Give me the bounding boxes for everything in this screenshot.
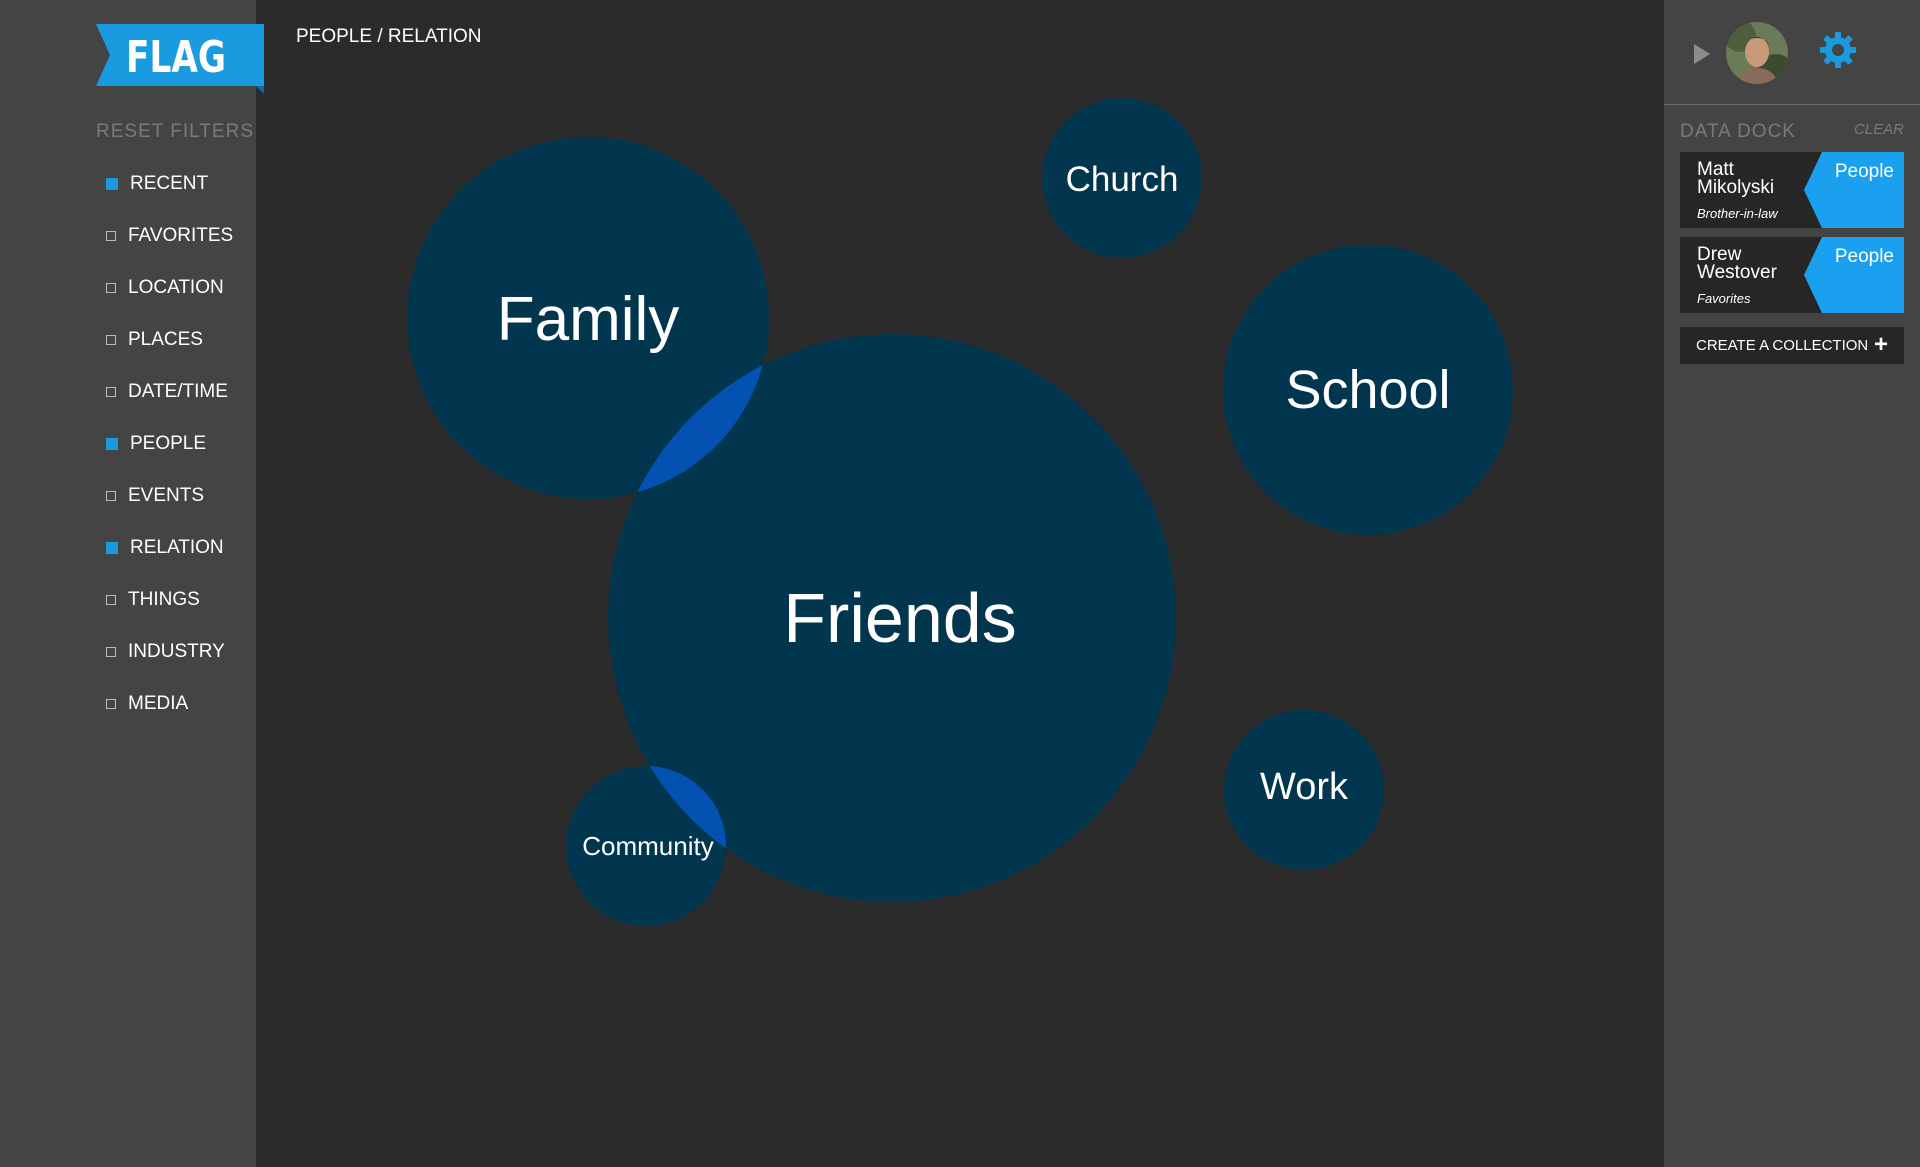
- bubble-label-community: Community: [582, 831, 713, 861]
- dock-card-subtitle: Brother-in-law: [1697, 206, 1778, 221]
- bubble-church[interactable]: [1042, 98, 1202, 258]
- logo-text: FLAG: [126, 32, 227, 83]
- right-panel: DATA DOCK CLEAR Matt Mikolyski Brother-i…: [1664, 0, 1920, 1167]
- create-collection-label: CREATE A COLLECTION: [1696, 337, 1869, 354]
- dock-card-tag: People: [1834, 246, 1894, 267]
- filter-label: MEDIA: [128, 693, 189, 714]
- checkbox-icon[interactable]: [106, 491, 116, 501]
- filter-recent[interactable]: RECENT: [106, 158, 233, 210]
- dock-card[interactable]: Matt Mikolyski Brother-in-law People: [1680, 152, 1904, 228]
- bubble-label-friends: Friends: [783, 579, 1016, 657]
- breadcrumb: PEOPLE / RELATION: [296, 26, 482, 47]
- filter-media[interactable]: MEDIA: [106, 678, 233, 730]
- checkbox-icon[interactable]: [106, 595, 116, 605]
- filter-label: PLACES: [128, 329, 203, 350]
- flag-logo[interactable]: FLAG: [96, 24, 264, 94]
- clear-button[interactable]: CLEAR: [1853, 121, 1904, 138]
- data-dock-title: DATA DOCK: [1680, 121, 1796, 142]
- dock-card-name: Matt Mikolyski: [1697, 159, 1775, 198]
- checkbox-icon[interactable]: [106, 231, 116, 241]
- filter-label: FAVORITES: [128, 225, 234, 246]
- dock-card-name: Drew Westover: [1697, 244, 1777, 283]
- filter-things[interactable]: THINGS: [106, 574, 233, 626]
- checkbox-icon[interactable]: [106, 283, 116, 293]
- filter-label: THINGS: [128, 589, 200, 610]
- checkbox-icon[interactable]: [106, 387, 116, 397]
- create-collection-button[interactable]: CREATE A COLLECTION +: [1680, 327, 1904, 364]
- filter-places[interactable]: PLACES: [106, 314, 233, 366]
- filter-favorites[interactable]: FAVORITES: [106, 210, 233, 262]
- plus-icon: +: [1873, 331, 1888, 358]
- dock-card-tag: People: [1834, 161, 1894, 182]
- filter-label: INDUSTRY: [128, 641, 225, 662]
- filter-label: PEOPLE: [130, 433, 207, 454]
- checkbox-icon[interactable]: [106, 542, 118, 554]
- checkbox-icon[interactable]: [106, 438, 118, 450]
- bubble-label-work: Work: [1260, 766, 1349, 808]
- filter-events[interactable]: EVENTS: [106, 470, 233, 522]
- filter-location[interactable]: LOCATION: [106, 262, 233, 314]
- checkbox-icon[interactable]: [106, 178, 118, 190]
- checkbox-icon[interactable]: [106, 647, 116, 657]
- filter-relation[interactable]: RELATION: [106, 522, 233, 574]
- gear-icon[interactable]: [1818, 30, 1858, 70]
- right-panel-header: [1664, 0, 1920, 105]
- filter-date-time[interactable]: DATE/TIME: [106, 366, 233, 418]
- sidebar: FLAG RESET FILTERS RECENT FAVORITES LOCA…: [0, 0, 264, 1167]
- reset-filters-button[interactable]: RESET FILTERS: [96, 121, 254, 142]
- filter-label: LOCATION: [128, 277, 224, 298]
- bubble-friends[interactable]: [608, 334, 1176, 902]
- relation-bubble-chart: Family Church School Friends Work Commun…: [407, 98, 1513, 926]
- bubble-label-school: School: [1285, 360, 1450, 420]
- dock-card-subtitle: Favorites: [1697, 291, 1751, 306]
- filter-label: DATE/TIME: [128, 381, 228, 402]
- filter-people[interactable]: PEOPLE: [106, 418, 233, 470]
- filter-label: RECENT: [130, 173, 209, 194]
- dock-card[interactable]: Drew Westover Favorites People: [1680, 237, 1904, 313]
- bubble-work[interactable]: [1224, 710, 1384, 870]
- filter-label: RELATION: [130, 537, 224, 558]
- filter-industry[interactable]: INDUSTRY: [106, 626, 233, 678]
- checkbox-icon[interactable]: [106, 335, 116, 345]
- bubble-school[interactable]: [1223, 245, 1513, 535]
- bubble-family[interactable]: [407, 137, 769, 499]
- bubble-label-family: Family: [497, 285, 680, 354]
- bubble-label-church: Church: [1066, 160, 1179, 199]
- filter-label: EVENTS: [128, 485, 205, 506]
- checkbox-icon[interactable]: [106, 699, 116, 709]
- tag-ribbon: [1804, 237, 1904, 313]
- filter-list: RECENT FAVORITES LOCATION PLACES DATE/TI…: [106, 158, 233, 730]
- tag-ribbon: [1804, 152, 1904, 228]
- avatar[interactable]: [1726, 22, 1788, 84]
- play-icon[interactable]: [1694, 44, 1710, 64]
